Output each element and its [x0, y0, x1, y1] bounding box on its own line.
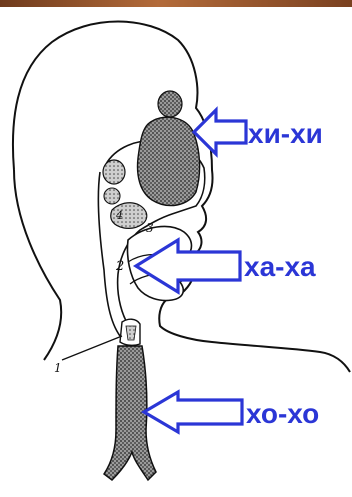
- sphenoid-sinus-lower: [104, 188, 120, 204]
- sound-label-oral: ха-ха: [244, 251, 316, 282]
- sphenoid-sinus: [103, 160, 125, 184]
- part-number-1: 1: [54, 361, 62, 375]
- frontal-sinus: [158, 91, 182, 117]
- sound-label-chest: хо-хо: [246, 398, 319, 429]
- nasal-cavity: [138, 117, 200, 205]
- part-number-3: 3: [146, 221, 154, 235]
- part-1-pointer: [62, 336, 122, 360]
- larynx-inner: [126, 326, 136, 340]
- arrow-left-icon: [144, 392, 242, 432]
- neck-back-line: [14, 170, 61, 360]
- part-number-4: 4: [115, 209, 123, 222]
- part-number-2: 2: [115, 259, 124, 274]
- sound-label-nasal: хи-хи: [248, 118, 323, 149]
